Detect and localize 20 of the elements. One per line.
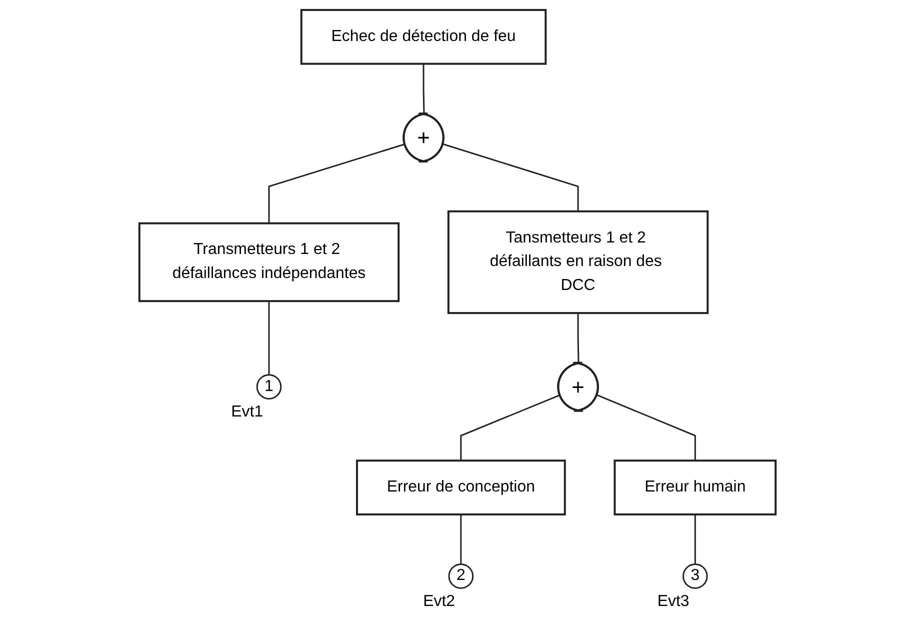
node-circle: 1 — [256, 374, 282, 400]
node-label: Evt3 — [657, 593, 690, 610]
connector — [577, 313, 580, 364]
node-label: Evt1 — [231, 404, 264, 421]
connector — [694, 514, 696, 564]
connector — [422, 64, 425, 114]
connector — [442, 143, 579, 212]
connector — [596, 394, 696, 461]
connector — [460, 514, 462, 564]
node-label: Evt2 — [423, 593, 456, 610]
node-box: Erreur de conception — [356, 460, 566, 516]
node-box: Tansmetteurs 1 et 2 défaillants en raison des DCC — [447, 210, 709, 314]
node-circle: 2 — [448, 564, 474, 589]
node-box: Transmetteurs 1 et 2 défaillances indépendantes — [138, 222, 400, 302]
node-box: Erreur humain — [614, 460, 777, 516]
connector — [268, 301, 270, 375]
node-circle: 3 — [682, 564, 708, 589]
node-box: Echec de détection de feu — [300, 8, 547, 65]
connector — [268, 143, 406, 224]
connector — [460, 394, 560, 461]
